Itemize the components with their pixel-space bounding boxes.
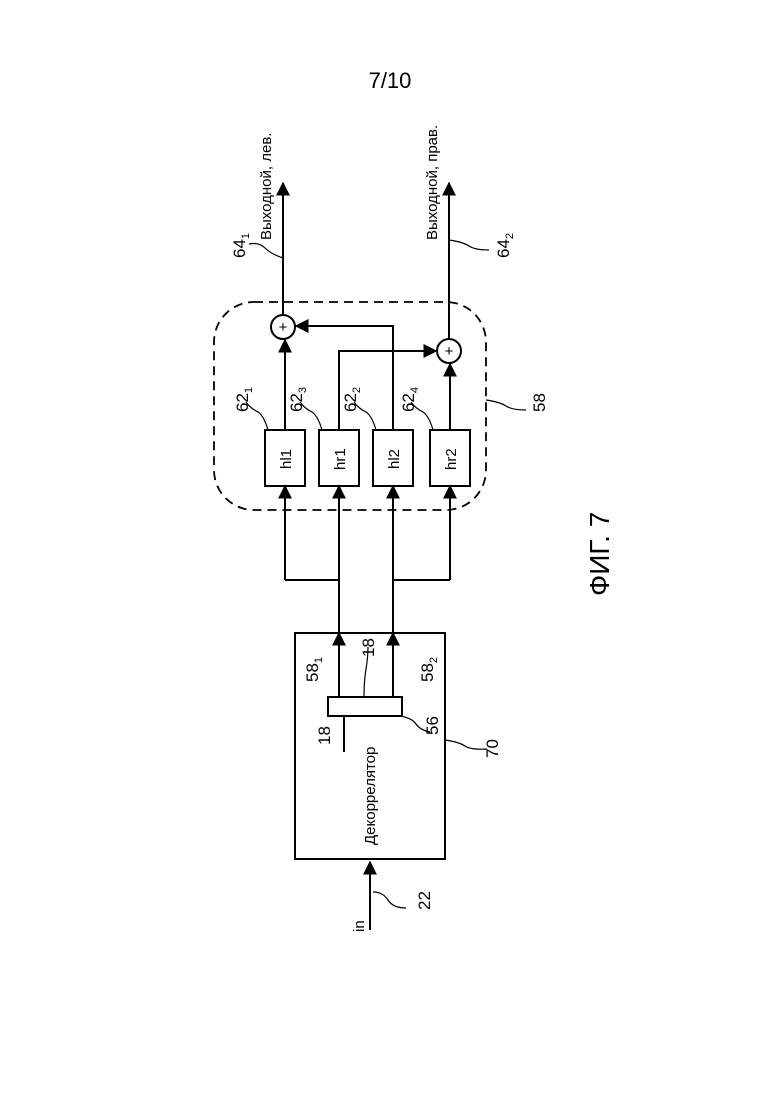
adder-left-symbol: + <box>279 319 288 336</box>
ref-filter-1: 621 <box>233 387 255 412</box>
decorrelator-label: Декоррелятор <box>362 747 379 845</box>
leader-58 <box>486 400 526 410</box>
leader-64-2 <box>449 240 489 250</box>
ref-filter-2: 623 <box>287 387 309 412</box>
filter-hr1-label: hr1 <box>332 448 349 470</box>
decorrelator-element <box>328 697 402 716</box>
ref-dec-out-1: 581 <box>303 657 325 682</box>
ref-filter-group: 58 <box>530 393 549 412</box>
output-left-label: Выходной, лев. <box>258 133 275 240</box>
leader-70 <box>445 740 487 749</box>
ref-signal-out: 18 <box>359 638 378 657</box>
input-label: in <box>351 920 368 932</box>
figure-caption: ФИГ. 7 <box>584 512 615 596</box>
filter-hr2-label: hr2 <box>443 448 460 470</box>
ref-filter-3: 622 <box>341 387 363 412</box>
ref-input: 22 <box>415 891 434 910</box>
ref-signal-in: 18 <box>315 726 334 745</box>
hl2-to-adder-left <box>296 326 393 430</box>
ref-out-left: 641 <box>230 233 252 258</box>
filter-hl2-label: hl2 <box>386 449 403 469</box>
leader-64-1 <box>249 244 283 259</box>
ref-dec-out-2: 582 <box>418 657 440 682</box>
ref-filter-4: 624 <box>399 387 421 412</box>
output-right-label: Выходной, прав. <box>424 125 441 240</box>
leader-22 <box>373 892 406 908</box>
ref-decorrelator-element: 56 <box>423 716 442 735</box>
ref-out-right: 642 <box>494 233 516 258</box>
filter-hl1-label: hl1 <box>278 449 295 469</box>
adder-right-symbol: + <box>445 343 454 360</box>
ref-decorrelator-box: 70 <box>483 739 502 758</box>
